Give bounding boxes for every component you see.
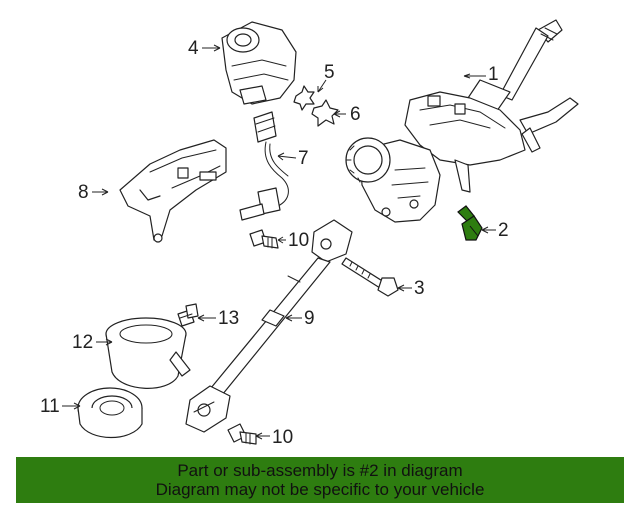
part-11-seal[interactable] bbox=[77, 387, 143, 439]
callout-12: 12 bbox=[72, 332, 93, 353]
callout-leaders bbox=[62, 44, 496, 440]
part-12-cover[interactable] bbox=[105, 317, 191, 389]
callout-9: 9 bbox=[304, 308, 315, 329]
callout-2: 2 bbox=[498, 220, 509, 241]
part-1-steering-column[interactable] bbox=[345, 19, 579, 223]
callout-4: 4 bbox=[188, 38, 199, 59]
part-7-wiring-harness[interactable] bbox=[239, 111, 289, 221]
callout-7: 7 bbox=[298, 148, 309, 169]
part-10-bolt-lower[interactable] bbox=[227, 423, 257, 445]
part-10-bolt-upper[interactable] bbox=[249, 229, 279, 249]
callout-6: 6 bbox=[350, 104, 361, 125]
part-8-bracket[interactable] bbox=[119, 139, 227, 243]
callout-10-lower: 10 bbox=[272, 427, 293, 448]
part-5-clip[interactable] bbox=[293, 85, 315, 111]
callout-11: 11 bbox=[40, 396, 60, 417]
callout-13: 13 bbox=[218, 308, 239, 329]
callout-1: 1 bbox=[488, 64, 499, 85]
part-6-retainer[interactable] bbox=[311, 99, 339, 127]
part-3-bolt[interactable] bbox=[341, 257, 399, 297]
callout-8: 8 bbox=[78, 182, 89, 203]
banner-line-part: Part or sub-assembly is #2 in diagram bbox=[177, 461, 463, 480]
callout-10-upper: 10 bbox=[288, 230, 309, 251]
part-13-bolt[interactable] bbox=[177, 303, 199, 327]
callout-3: 3 bbox=[414, 278, 425, 299]
info-banner: Part or sub-assembly is #2 in diagram Di… bbox=[16, 457, 624, 503]
callout-5: 5 bbox=[324, 62, 335, 83]
part-2-bolt[interactable] bbox=[457, 205, 483, 241]
part-4-ignition-switch[interactable] bbox=[221, 21, 297, 105]
banner-line-disclaimer: Diagram may not be specific to your vehi… bbox=[155, 480, 485, 499]
parts-diagram: 1 2 3 4 5 6 7 8 9 10 10 11 12 13 bbox=[40, 19, 579, 448]
part-9-intermediate-shaft[interactable] bbox=[185, 219, 353, 433]
